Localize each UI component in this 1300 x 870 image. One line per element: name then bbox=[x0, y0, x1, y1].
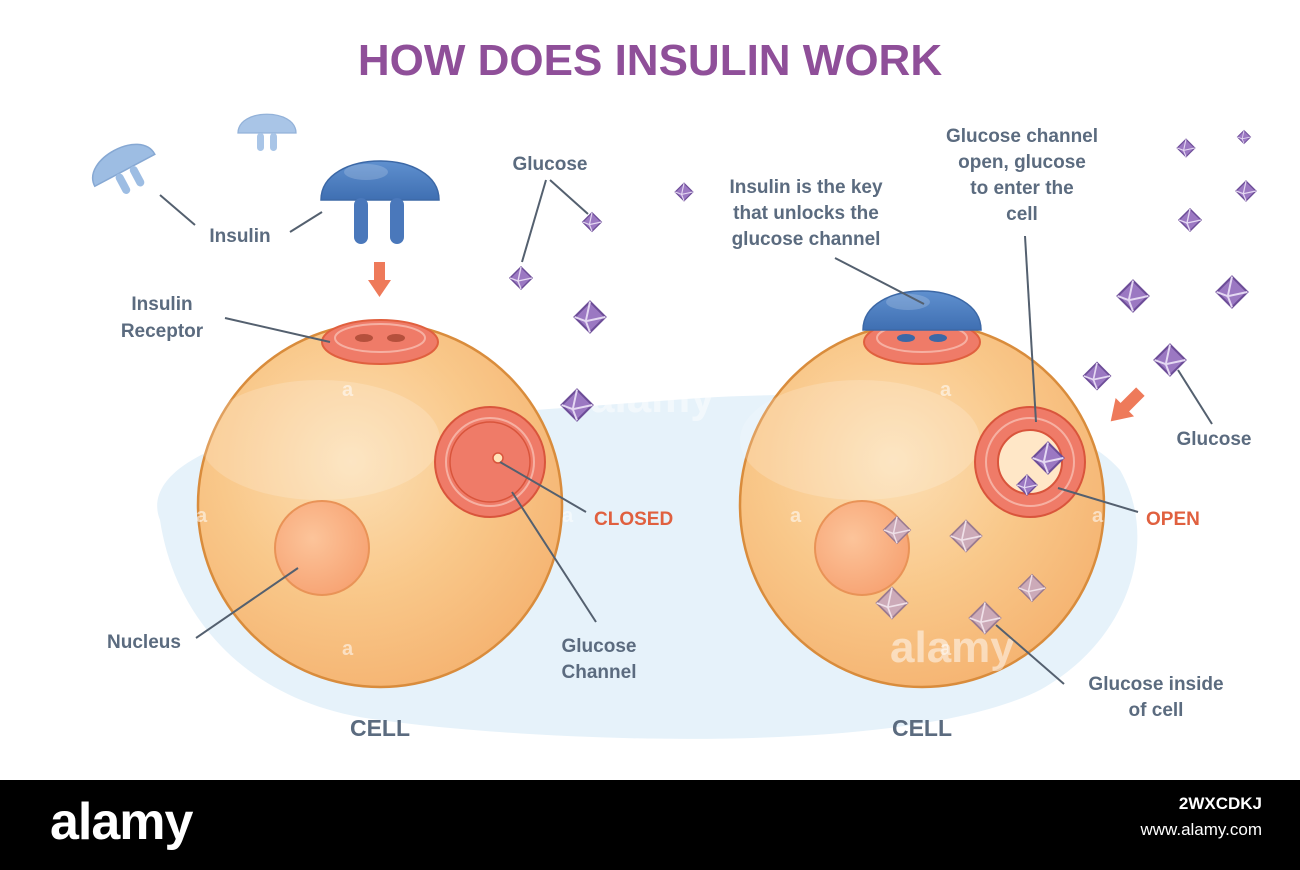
glucose-molecule-icon bbox=[1235, 180, 1257, 202]
watermark-letter: a bbox=[940, 638, 952, 660]
watermark-brand: alamy bbox=[890, 623, 1015, 672]
nucleus-label: Nucleus bbox=[107, 632, 181, 653]
watermark-letter: a bbox=[342, 638, 354, 660]
insulin-molecule-light-icon bbox=[237, 113, 297, 151]
watermark-letter: a bbox=[1092, 505, 1104, 527]
glucose-channel-closed bbox=[434, 406, 546, 518]
source-url: www.alamy.com bbox=[1140, 820, 1262, 839]
footer-bar: alamy 2WXCDKJ www.alamy.com bbox=[0, 780, 1300, 870]
glucose-molecule-icon bbox=[1178, 208, 1202, 232]
glucose-channel-label: Glucose bbox=[562, 636, 637, 657]
arrow-diagonal-icon bbox=[1110, 387, 1145, 422]
cell-label-right: CELL bbox=[892, 715, 952, 741]
watermark-letter: a bbox=[940, 379, 952, 401]
insulin-receptor-left bbox=[321, 319, 439, 365]
watermark-brand: alamy bbox=[590, 373, 715, 422]
glucose-inside-label: of cell bbox=[1129, 700, 1184, 721]
glucose-label-right: Glucose bbox=[1177, 429, 1252, 450]
left-cell: a a a a alamy bbox=[196, 319, 715, 689]
image-id-block: 2WXCDKJ www.alamy.com bbox=[1140, 794, 1262, 840]
watermark-letter: a bbox=[790, 505, 802, 527]
glucose-molecule-icon bbox=[573, 300, 607, 334]
glucose-inside-label: Glucose inside bbox=[1088, 674, 1223, 695]
left-cell-highlight bbox=[200, 380, 440, 500]
glucose-molecule-icon bbox=[582, 212, 602, 232]
glucose-molecule-icon bbox=[509, 266, 533, 290]
glucose-molecule-icon bbox=[1176, 138, 1196, 158]
insulin-molecule-icon bbox=[320, 160, 440, 244]
image-code: 2WXCDKJ bbox=[1178, 794, 1262, 813]
channel-open-label: open, glucose bbox=[958, 152, 1086, 173]
insulin-receptor-right bbox=[863, 319, 981, 365]
glucose-channel-label: Channel bbox=[562, 662, 637, 683]
insulin-key-label: that unlocks the bbox=[733, 203, 879, 224]
right-cell-highlight bbox=[740, 380, 980, 500]
insulin-key-label: Insulin is the key bbox=[729, 177, 883, 198]
glucose-molecule-icon bbox=[1215, 275, 1249, 309]
closed-label: CLOSED bbox=[594, 509, 673, 530]
glucose-channel-open bbox=[974, 406, 1086, 518]
channel-open-label: to enter the bbox=[970, 178, 1073, 199]
nucleus-right bbox=[814, 500, 910, 596]
page-title: HOW DOES INSULIN WORK bbox=[358, 36, 942, 85]
insulin-receptor-label: Receptor bbox=[121, 321, 204, 342]
open-label: OPEN bbox=[1146, 509, 1200, 530]
right-cell: a a a a alamy bbox=[738, 290, 1106, 689]
channel-open-label: cell bbox=[1006, 204, 1038, 225]
insulin-label: Insulin bbox=[209, 226, 270, 247]
alamy-logo: alamy bbox=[50, 793, 193, 851]
watermark-letter: a bbox=[562, 505, 574, 527]
watermark-letter: a bbox=[196, 505, 208, 527]
glucose-molecule-icon bbox=[1082, 361, 1112, 391]
channel-open-label: Glucose channel bbox=[946, 126, 1098, 147]
glucose-molecule-icon bbox=[1236, 129, 1252, 145]
insulin-receptor-label: Insulin bbox=[131, 294, 192, 315]
glucose-molecule-icon bbox=[1153, 343, 1187, 377]
glucose-label-left: Glucose bbox=[513, 154, 588, 175]
insulin-key-label: glucose channel bbox=[732, 229, 881, 250]
watermark-letter: a bbox=[342, 379, 354, 401]
glucose-molecule-icon bbox=[1116, 279, 1150, 313]
arrow-down-icon bbox=[368, 262, 391, 297]
nucleus-left bbox=[274, 500, 370, 596]
insulin-molecule-light-icon bbox=[92, 143, 156, 194]
insulin-docked-icon bbox=[862, 290, 982, 331]
cell-label-left: CELL bbox=[350, 715, 410, 741]
glucose-molecule-icon bbox=[674, 182, 694, 202]
